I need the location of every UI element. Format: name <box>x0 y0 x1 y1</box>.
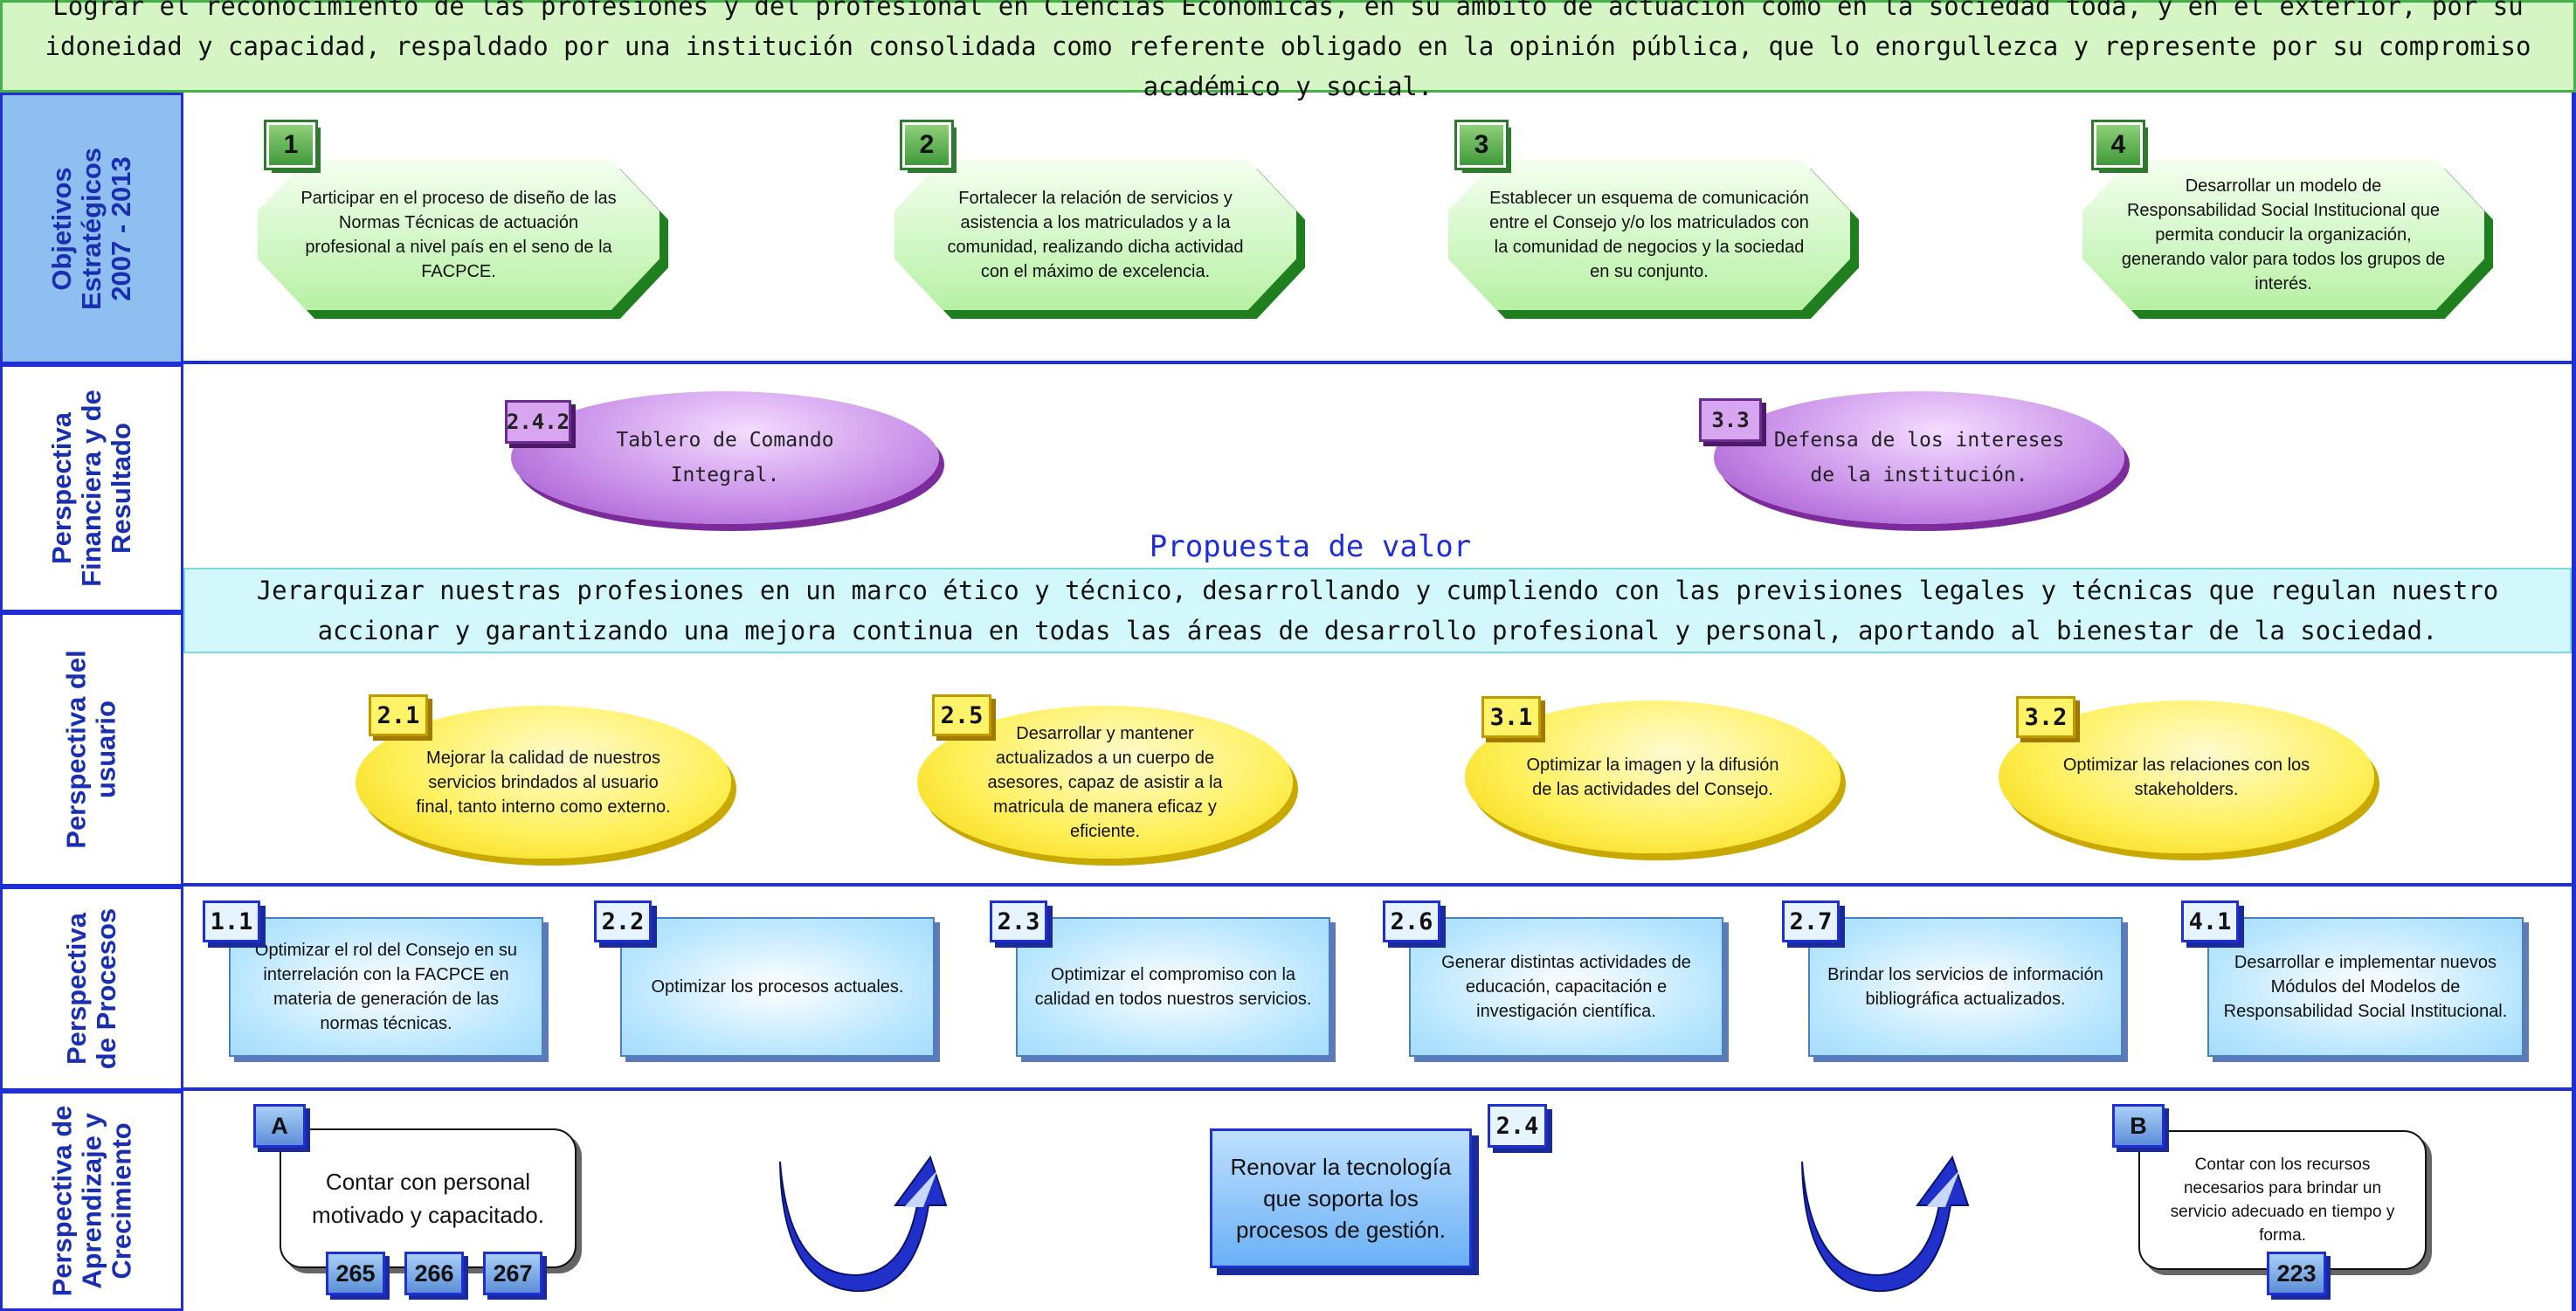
learning-a-tag-266: 266 <box>404 1252 464 1295</box>
row-label-objetivos-text: Objetivos Estratégicos 2007 - 2013 <box>45 147 136 310</box>
row-label-aprendizaje: Perspectiva de Aprendizaje y Crecimiento <box>0 1091 183 1311</box>
objective-3-text: Establecer un esquema de comunicación en… <box>1489 189 1809 281</box>
financial-33-badge: 3.3 <box>1699 398 1762 442</box>
process-22-text: Optimizar los procesos actuales. <box>651 977 904 997</box>
process-22-badge: 2.2 <box>594 900 652 942</box>
objective-3-box: Establecer un esquema de comunicación en… <box>1448 160 1850 310</box>
user-21-text: Mejorar la calidad de nuestros servicios… <box>416 748 671 817</box>
user-25-text: Desarrollar y mantener actualizados a un… <box>987 723 1223 841</box>
user-25-badge: 2.5 <box>932 694 991 736</box>
learning-tech-box: Renovar la tecnología que soporta los pr… <box>1210 1128 1472 1268</box>
objective-1-text: Participar en el proceso de diseño de la… <box>300 189 617 281</box>
learning-b-text: Contar con los recursos necesarios para … <box>2170 1156 2395 1245</box>
user-32-text: Optimizar las relaciones con los stakeho… <box>2062 755 2310 799</box>
objective-2-badge: 2 <box>900 120 954 170</box>
objective-4-badge: 4 <box>2091 120 2145 170</box>
financial-33-line1: Defensa de los intereses <box>1773 429 2065 452</box>
row-label-procesos-text: Perspectiva de Procesos <box>61 907 121 1070</box>
curved-arrow-icon <box>779 1155 948 1293</box>
user-31-badge: 3.1 <box>1481 696 1541 738</box>
learning-a-text: Contar con personal motivado y capacitad… <box>312 1169 544 1228</box>
learning-b-tag-223: 223 <box>2267 1252 2326 1295</box>
learning-a-tag-267: 267 <box>483 1252 542 1295</box>
process-box-41: Desarrollar e implementar nuevos Módulos… <box>2207 917 2524 1057</box>
value-prop-text: Jerarquizar nuestras profesiones en un m… <box>256 576 2499 645</box>
row-label-financiera: Perspectiva Financiera y de Resultado <box>0 364 183 612</box>
objective-1-box: Participar en el proceso de diseño de la… <box>258 160 660 310</box>
financial-33-line2: de la institución. <box>1810 464 2028 486</box>
right-border <box>2572 93 2576 1311</box>
user-21-badge: 2.1 <box>369 694 428 736</box>
process-23-text: Optimizar el compromiso con la calidad e… <box>1034 965 1312 1009</box>
learning-a-badge: A <box>253 1104 306 1148</box>
objective-3-badge: 3 <box>1454 120 1509 170</box>
row-label-financiera-text: Perspectiva Financiera y de Resultado <box>46 390 136 587</box>
learning-b-box: Contar con los recursos necesarios para … <box>2138 1130 2427 1270</box>
learning-a-tag-265: 265 <box>326 1252 385 1295</box>
process-box-23: Optimizar el compromiso con la calidad e… <box>1016 917 1330 1057</box>
process-box-22: Optimizar los procesos actuales. <box>620 917 935 1057</box>
learning-a-box: Contar con personal motivado y capacitad… <box>280 1128 577 1268</box>
process-26-badge: 2.6 <box>1383 900 1440 942</box>
row-divider <box>183 883 2576 887</box>
objective-4-box: Desarrollar un modelo de Responsabilidad… <box>2082 160 2484 310</box>
process-11-text: Optimizar el rol del Consejo en su inter… <box>254 941 518 1033</box>
objective-4-text: Desarrollar un modelo de Responsabilidad… <box>2121 176 2446 293</box>
financial-242-line2: Integral. <box>670 464 780 486</box>
curved-arrow-icon <box>1801 1155 1970 1293</box>
objective-1-badge: 1 <box>264 120 318 170</box>
learning-tech-badge: 2.4 <box>1488 1104 1547 1148</box>
process-41-text: Desarrollar e implementar nuevos Módulos… <box>2223 953 2508 1021</box>
row-label-procesos: Perspectiva de Procesos <box>0 887 183 1091</box>
process-27-badge: 2.7 <box>1782 900 1840 942</box>
process-box-27: Brindar los servicios de información bib… <box>1808 917 2123 1057</box>
process-box-26: Generar distintas actividades de educaci… <box>1409 917 1723 1057</box>
value-prop-box: Jerarquizar nuestras profesiones en un m… <box>183 568 2572 653</box>
user-32-badge: 3.2 <box>2016 696 2075 738</box>
objective-2-text: Fortalecer la relación de servicios y as… <box>947 189 1244 281</box>
process-27-text: Brindar los servicios de información bib… <box>1827 965 2103 1009</box>
row-label-aprendizaje-text: Perspectiva de Aprendizaje y Crecimiento <box>46 1105 137 1297</box>
process-41-badge: 4.1 <box>2181 900 2239 942</box>
financial-ellipse-33: Defensa de los intereses de la instituci… <box>1714 391 2124 524</box>
financial-242-line1: Tablero de Comando <box>616 429 834 452</box>
row-label-objetivos: Objetivos Estratégicos 2007 - 2013 <box>0 93 183 364</box>
vision-statement: Lograr el reconocimiento de las profesio… <box>0 0 2576 101</box>
objective-2-box: Fortalecer la relación de servicios y as… <box>894 160 1296 310</box>
learning-tech-text: Renovar la tecnología que soporta los pr… <box>1230 1154 1452 1243</box>
process-box-11: Optimizar el rol del Consejo en su inter… <box>229 917 543 1057</box>
process-26-text: Generar distintas actividades de educaci… <box>1441 953 1691 1021</box>
user-31-text: Optimizar la imagen y la difusión de las… <box>1526 755 1779 799</box>
row-label-usuario-text: Perspectiva del usuario <box>61 650 121 849</box>
financial-ellipse-242: Tablero de Comando Integral. <box>511 391 939 524</box>
row-label-usuario: Perspectiva del usuario <box>0 612 183 887</box>
value-prop-title: Propuesta de valor <box>1149 529 1472 564</box>
row-divider <box>183 361 2576 364</box>
process-11-badge: 1.1 <box>203 900 260 942</box>
process-23-badge: 2.3 <box>990 900 1047 942</box>
row-divider <box>183 1087 2576 1091</box>
learning-b-badge: B <box>2112 1104 2165 1148</box>
financial-242-badge: 2.4.2 <box>505 400 571 444</box>
